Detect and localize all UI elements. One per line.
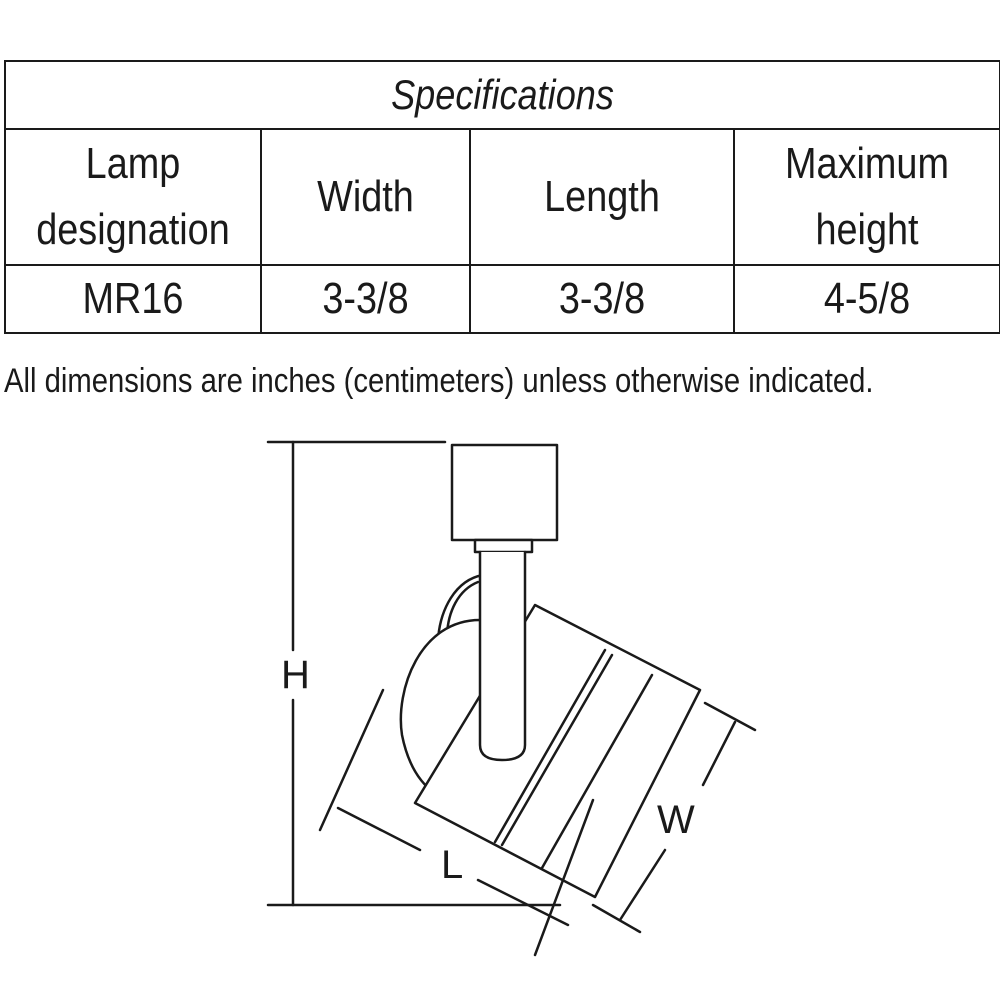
cell-max-height: 4-5/8 <box>751 264 983 334</box>
column-header-maximum-height: Maximum height <box>751 128 983 266</box>
track-adapter-body <box>450 443 559 542</box>
table-title-text: Specifications <box>391 71 614 118</box>
column-header-width: Width <box>274 128 457 266</box>
housing-groove <box>500 653 614 847</box>
mounting-stem <box>478 550 527 762</box>
cell-length: 3-3/8 <box>487 264 717 334</box>
length-dimension-line <box>318 688 595 957</box>
height-label: H <box>281 653 310 697</box>
housing-edge <box>540 673 654 870</box>
table-title: Specifications <box>73 60 932 130</box>
specifications-table: Specifications Lamp designation Width Le… <box>4 60 1000 334</box>
height-dimension-line <box>266 440 562 907</box>
track-light-dimension-diagram: H L W <box>266 440 757 957</box>
length-label: L <box>441 843 463 887</box>
width-dimension-line <box>591 701 757 934</box>
width-label: W <box>657 798 695 842</box>
column-header-lamp-designation: Lamp designation <box>22 128 244 266</box>
column-header-length: Length <box>487 128 717 266</box>
cell-lamp: MR16 <box>22 264 244 334</box>
adapter-collar <box>473 538 534 554</box>
table-row: MR16 3-3/8 3-3/8 4-5/8 <box>5 264 1000 334</box>
cell-width: 3-3/8 <box>274 264 457 334</box>
housing-groove <box>493 648 607 844</box>
dimensions-note: All dimensions are inches (centimeters) … <box>4 362 874 400</box>
